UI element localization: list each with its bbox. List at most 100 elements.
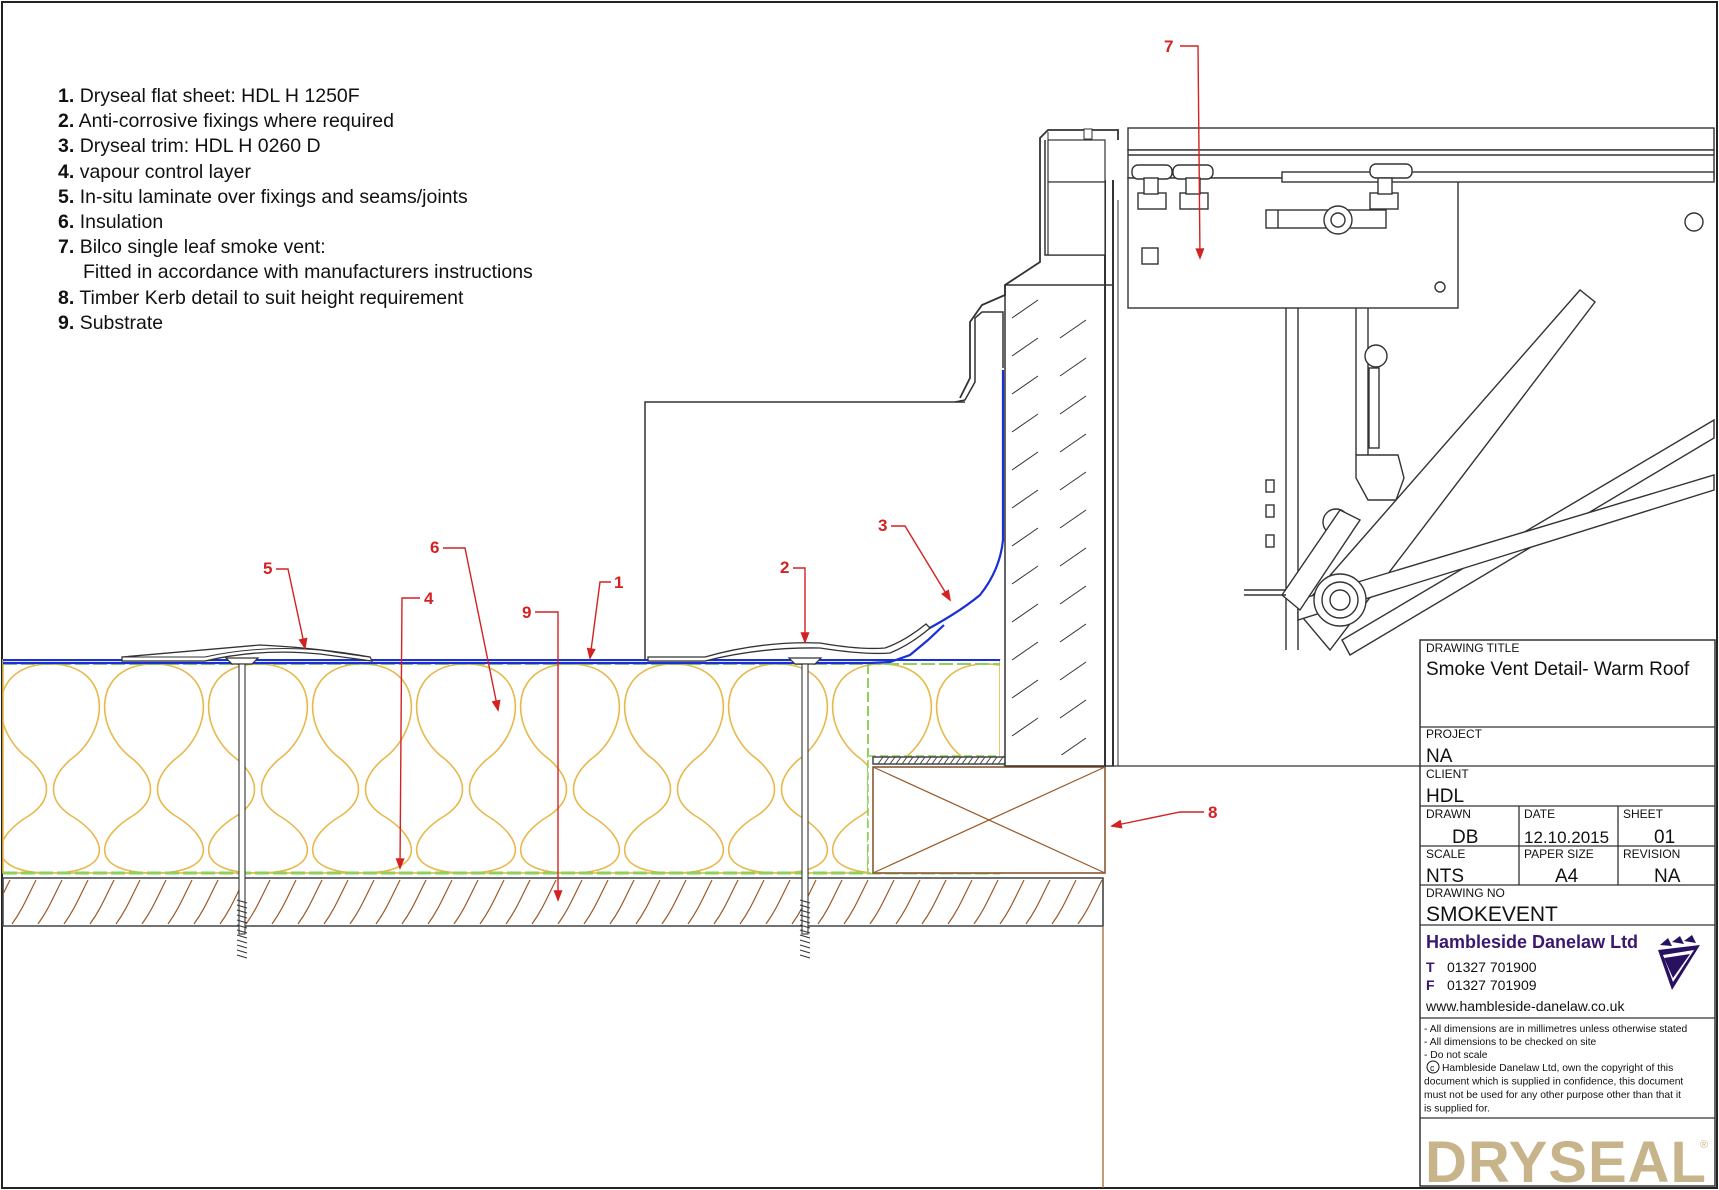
title-block-note: Hambleside Danelaw Ltd, own the copyrigh… — [1442, 1063, 1673, 1074]
brand-logo: DRYSEAL — [1425, 1130, 1707, 1190]
in-situ-laminate-left — [121, 644, 374, 662]
drawn-label: DRAWN — [1426, 807, 1471, 821]
client-label: CLIENT — [1426, 767, 1469, 781]
upstand — [644, 128, 1420, 767]
date-label: DATE — [1524, 807, 1555, 821]
callout-number: 8 — [1208, 803, 1217, 822]
legend-item-text: Dryseal flat sheet: HDL H 1250F — [79, 85, 360, 107]
callout-arrowhead — [1195, 248, 1205, 260]
fixing-screw-right — [787, 657, 823, 959]
callout-number: 7 — [1164, 37, 1173, 56]
timber-kerb — [872, 756, 1106, 874]
callout-arrowhead — [298, 637, 308, 650]
legend-item-text: Bilco single leaf smoke vent: — [79, 236, 326, 259]
legend-item: 9. Substrate — [58, 311, 533, 336]
legend-item-number: 7. — [58, 236, 75, 259]
date-value: 12.10.2015 — [1524, 828, 1609, 847]
legend-item: 2. Anti-corrosive fixings where required — [58, 109, 533, 134]
fax-label: F — [1426, 977, 1435, 993]
project-label: PROJECT — [1426, 727, 1483, 741]
sheet-label: SHEET — [1623, 807, 1664, 821]
website[interactable]: www.hambleside-danelaw.co.uk — [1425, 998, 1625, 1014]
legend-item-text: Anti-corrosive fixings where required — [78, 110, 394, 133]
legend-item: 7. Bilco single leaf smoke vent: — [58, 235, 533, 260]
revision-label: REVISION — [1623, 847, 1680, 861]
callout-leader — [443, 547, 499, 711]
callout-leader — [1111, 811, 1204, 827]
legend-item: 5. In-situ laminate over fixings and sea… — [58, 185, 533, 210]
drawing-title-label: DRAWING TITLE — [1426, 641, 1519, 655]
callout-arrowhead — [941, 589, 952, 602]
legend-item-text: Fitted in accordance with manufacturers … — [83, 261, 533, 284]
client-value: HDL — [1426, 786, 1464, 807]
legend-item-number: 3. — [58, 135, 75, 158]
sheet-value: 01 — [1654, 827, 1675, 848]
project-value: NA — [1426, 746, 1453, 767]
legend-item-number: 4. — [58, 160, 75, 183]
legend-item-text: Substrate — [79, 311, 164, 334]
callout-number: 3 — [878, 516, 887, 535]
company-name: Hambleside Danelaw Ltd — [1426, 932, 1638, 952]
drawing-no-label: DRAWING NO — [1426, 886, 1505, 900]
tel-label: T — [1426, 959, 1435, 975]
callout-leader — [589, 581, 611, 659]
insulation — [2, 659, 1001, 875]
callout-leader — [891, 525, 951, 601]
legend-item: 4. vapour control layer — [58, 160, 533, 185]
copyright-c: c — [1430, 1063, 1435, 1073]
title-block-note: is supplied for. — [1424, 1104, 1490, 1115]
legend-item: 1. Dryseal flat sheet: HDL H 1250F — [58, 84, 533, 109]
title-block-note: document which is supplied in confidence… — [1424, 1077, 1683, 1088]
revision-value: NA — [1654, 866, 1681, 887]
callout-leader — [535, 611, 559, 900]
legend-item: 8. Timber Kerb detail to suit height req… — [58, 286, 533, 311]
drawn-value: DB — [1452, 827, 1478, 848]
callout-arrowhead — [491, 699, 501, 712]
paper-size-value: A4 — [1555, 866, 1579, 887]
drawing-no-value: SMOKEVENT — [1426, 903, 1558, 926]
legend-item-text: Insulation — [79, 211, 164, 234]
legend-item: Fitted in accordance with manufacturers … — [58, 260, 533, 285]
legend-item-text: In-situ laminate over fixings and seams/… — [79, 185, 468, 208]
callout-number: 9 — [522, 603, 531, 622]
legend-item-text: vapour control layer — [79, 160, 251, 183]
title-block-note: - All dimensions to be checked on site — [1424, 1037, 1597, 1048]
callout-number: 1 — [614, 573, 623, 592]
title-block-note: must not be used for any other purpose o… — [1424, 1090, 1681, 1101]
legend-item-number: 8. — [58, 286, 75, 309]
drawing-title: Smoke Vent Detail- Warm Roof — [1426, 659, 1690, 680]
legend-item-number: 9. — [58, 311, 75, 334]
substrate — [2, 877, 1104, 1188]
callout-number: 5 — [263, 559, 272, 578]
legend-item: 6. Insulation — [58, 210, 533, 235]
callout-leader — [399, 597, 420, 869]
legend-item-text: Timber Kerb detail to suit height requir… — [79, 286, 464, 309]
callout-number: 4 — [424, 589, 434, 608]
dryseal-trim — [889, 370, 1005, 649]
legend-item-number: 5. — [58, 185, 75, 208]
scale-value: NTS — [1426, 866, 1464, 887]
callout-arrowhead — [586, 647, 596, 660]
scale-label: SCALE — [1426, 847, 1465, 861]
title-block: DRAWING TITLE Smoke Vent Detail- Warm Ro… — [1419, 639, 1716, 1190]
callout-arrowhead — [395, 858, 405, 870]
company-logo-icon — [1658, 935, 1700, 990]
tel-value: 01327 701900 — [1447, 959, 1537, 975]
legend-item-number: 6. — [58, 211, 75, 234]
callout-arrowhead — [800, 632, 810, 644]
callout-leader — [276, 568, 306, 649]
title-block-note: - Do not scale — [1424, 1050, 1488, 1061]
callout-leader — [793, 567, 806, 642]
callout-number: 2 — [780, 558, 789, 577]
callout-arrowhead — [553, 890, 563, 902]
fixing-screw-left — [224, 657, 260, 959]
paper-size-label: PAPER SIZE — [1524, 847, 1594, 861]
brand-registered: ® — [1700, 1139, 1708, 1151]
callout-arrowhead — [1110, 819, 1123, 829]
callout-number: 6 — [430, 538, 439, 557]
copyright-icon — [1426, 1060, 1440, 1074]
legend-item-number: 1. — [58, 85, 75, 107]
fax-value: 01327 701909 — [1447, 977, 1537, 993]
